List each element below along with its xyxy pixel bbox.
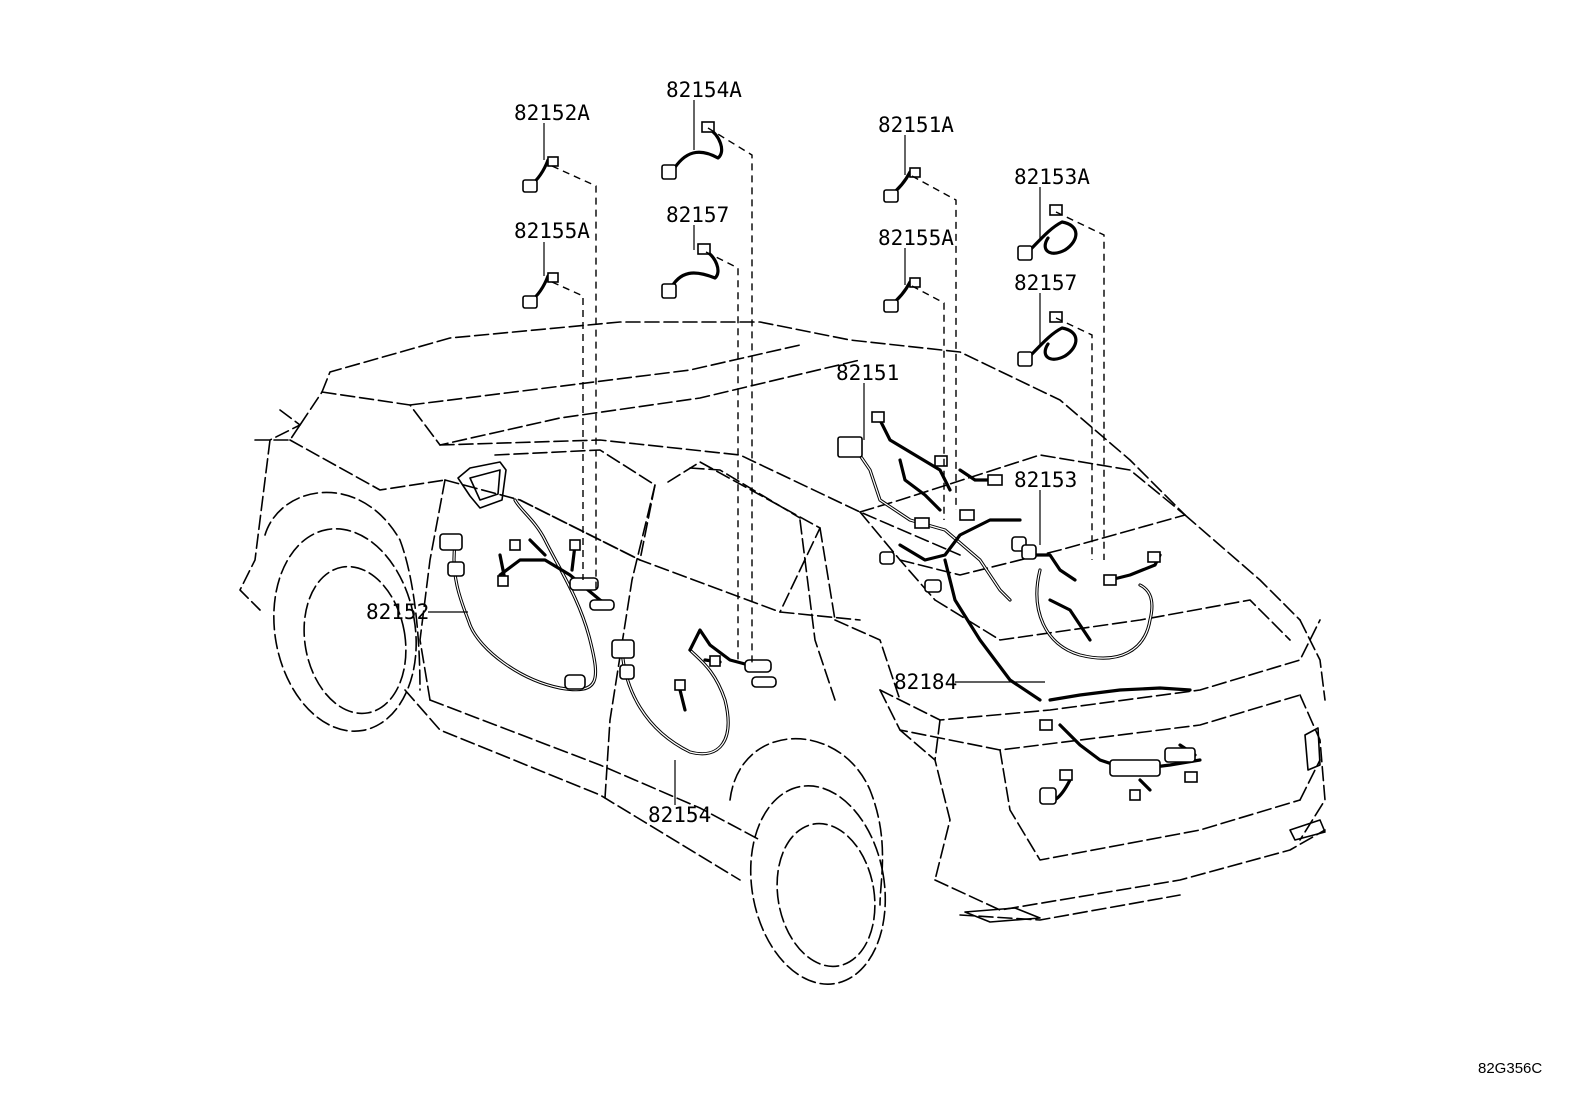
drawing-code: 82G356C <box>1478 1060 1542 1077</box>
harness-82184 <box>1039 686 1202 805</box>
part-82153A <box>1017 204 1078 261</box>
callout-leaders <box>428 100 1045 805</box>
callout-82184: 82184 <box>894 670 957 694</box>
vehicle-outline <box>239 321 1326 985</box>
part-82157-right <box>1017 311 1078 367</box>
callout-82155A-right: 82155A <box>878 226 954 250</box>
callout-82151A: 82151A <box>878 113 954 137</box>
callout-82153A: 82153A <box>1014 165 1090 189</box>
part-82155A-left <box>522 272 559 309</box>
part-82157-mid <box>661 243 720 299</box>
part-82151A <box>883 167 921 203</box>
callout-82152: 82152 <box>366 600 429 624</box>
callout-labels: 82152A 82155A 82154A 82157 82151A 82155A… <box>366 78 1090 827</box>
callout-82155A-left: 82155A <box>514 219 590 243</box>
callout-82152A: 82152A <box>514 101 590 125</box>
callout-82154A: 82154A <box>666 78 742 102</box>
callout-82157-right: 82157 <box>1014 271 1077 295</box>
callout-82153: 82153 <box>1014 468 1077 492</box>
harness-82154 <box>611 628 777 756</box>
harness-82152 <box>439 498 615 692</box>
part-82154A <box>661 121 724 180</box>
callout-82151: 82151 <box>836 361 899 385</box>
part-82155A-right <box>883 277 921 313</box>
part-82152A <box>522 156 559 193</box>
harness-82153 <box>1021 544 1162 660</box>
callout-82154: 82154 <box>648 803 711 827</box>
harness-82151 <box>837 411 1042 702</box>
lead-lines <box>551 127 1105 665</box>
callout-82157-mid: 82157 <box>666 203 729 227</box>
